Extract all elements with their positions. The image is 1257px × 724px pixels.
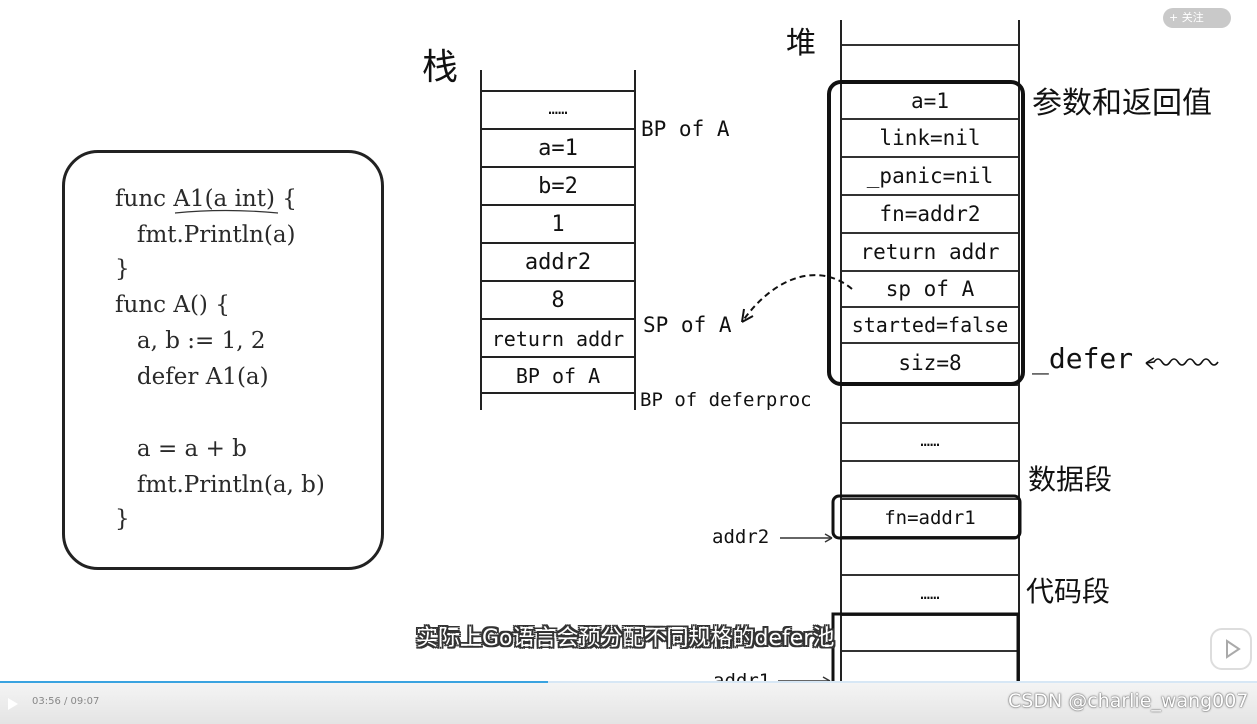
heap-line bbox=[842, 574, 1018, 576]
label-data-segment: 数据段 bbox=[1028, 463, 1113, 496]
code-line: func A1(a int) { bbox=[115, 186, 297, 212]
defer-field: a=1 bbox=[911, 89, 949, 113]
label-params: 参数和返回值 bbox=[1032, 86, 1212, 121]
heap-dots: …… bbox=[920, 431, 940, 450]
heap-line bbox=[842, 422, 1018, 424]
follow-button[interactable]: + 关注 bbox=[1163, 8, 1231, 28]
stack-title: 栈 bbox=[422, 47, 459, 88]
stack-label-bp-of-a: BP of A bbox=[641, 117, 730, 141]
stack-cell: a=1 bbox=[482, 130, 634, 168]
label-defer: _defer bbox=[1032, 342, 1134, 375]
heap-line bbox=[842, 44, 1018, 46]
play-button[interactable] bbox=[6, 696, 20, 715]
dashed-arrow-head bbox=[741, 308, 754, 323]
fn-addr1-box bbox=[831, 494, 1022, 540]
code-line: fmt.Println(a) bbox=[115, 222, 296, 248]
heap-title: 堆 bbox=[786, 26, 816, 61]
defer-struct-box bbox=[827, 80, 1025, 386]
heap-line bbox=[842, 306, 1018, 308]
progress-fill bbox=[0, 681, 549, 683]
heap-line bbox=[842, 232, 1018, 234]
stack-cell: b=2 bbox=[482, 168, 634, 206]
code-line: a, b := 1, 2 bbox=[115, 328, 266, 354]
code-line: defer A1(a) bbox=[115, 364, 269, 390]
defer-field: fn=addr2 bbox=[879, 202, 981, 226]
heap-line bbox=[842, 342, 1018, 344]
heap-line bbox=[842, 156, 1018, 158]
follow-label: + 关注 bbox=[1169, 11, 1204, 24]
watermark: CSDN @charlie_wang007 bbox=[1008, 690, 1249, 712]
heap-line bbox=[842, 118, 1018, 120]
label-code-segment: 代码段 bbox=[1026, 575, 1111, 608]
heap-line bbox=[842, 194, 1018, 196]
stack-top-line bbox=[482, 90, 634, 92]
stack-cell: 1 bbox=[482, 206, 634, 244]
progress-track[interactable] bbox=[0, 681, 1257, 683]
play-icon bbox=[8, 698, 18, 710]
stack-label-bp-of-deferproc: BP of deferproc bbox=[640, 389, 812, 411]
play-icon bbox=[1226, 639, 1241, 659]
code-line: } bbox=[115, 256, 130, 282]
stack-column: …… a=1 b=2 1 addr2 8 return addr BP of A bbox=[480, 70, 636, 410]
defer-field: link=nil bbox=[879, 126, 981, 150]
wavy-arrow bbox=[1145, 358, 1219, 366]
time-display: 03:56 / 09:07 bbox=[32, 696, 100, 707]
heap-dots: …… bbox=[920, 584, 940, 603]
addr2-arrow-head bbox=[824, 533, 833, 543]
heap-line bbox=[842, 460, 1018, 462]
heap-line bbox=[842, 650, 1018, 652]
defer-field: return addr bbox=[860, 240, 1000, 264]
heap-line bbox=[842, 270, 1018, 272]
defer-field: _panic=nil bbox=[866, 164, 994, 188]
code-line: fmt.Println(a, b) bbox=[115, 472, 325, 498]
heap-line bbox=[842, 498, 1018, 500]
stack-cell: BP of A bbox=[482, 358, 634, 394]
stack-cell: 8 bbox=[482, 282, 634, 320]
code-box bbox=[62, 150, 384, 570]
stack-cell: addr2 bbox=[482, 244, 634, 282]
player-controls-bar bbox=[0, 683, 1257, 724]
code-line: } bbox=[115, 506, 130, 532]
wavy-arrow-head bbox=[1145, 357, 1155, 370]
heap-fn-cell: fn=addr1 bbox=[884, 507, 976, 529]
defer-field: siz=8 bbox=[898, 351, 962, 375]
stack-cell: return addr bbox=[482, 320, 634, 358]
defer-field: sp of A bbox=[885, 277, 975, 301]
dashed-arrow bbox=[741, 274, 853, 323]
code-line: a = a + b bbox=[115, 436, 247, 462]
stack-label-sp-of-a: SP of A bbox=[643, 313, 732, 337]
code-underline bbox=[174, 209, 279, 214]
label-addr2: addr2 bbox=[712, 526, 770, 548]
heap-column: a=1 link=nil _panic=nil fn=addr2 return … bbox=[840, 20, 1020, 710]
video-subtitle: 实际上Go语言会预分配不同规格的defer池 bbox=[416, 626, 835, 651]
code-line: func A() { bbox=[115, 292, 230, 318]
defer-field: started=false bbox=[851, 313, 1009, 337]
stack-cell: …… bbox=[482, 92, 634, 130]
play-overlay-button[interactable] bbox=[1210, 628, 1252, 670]
